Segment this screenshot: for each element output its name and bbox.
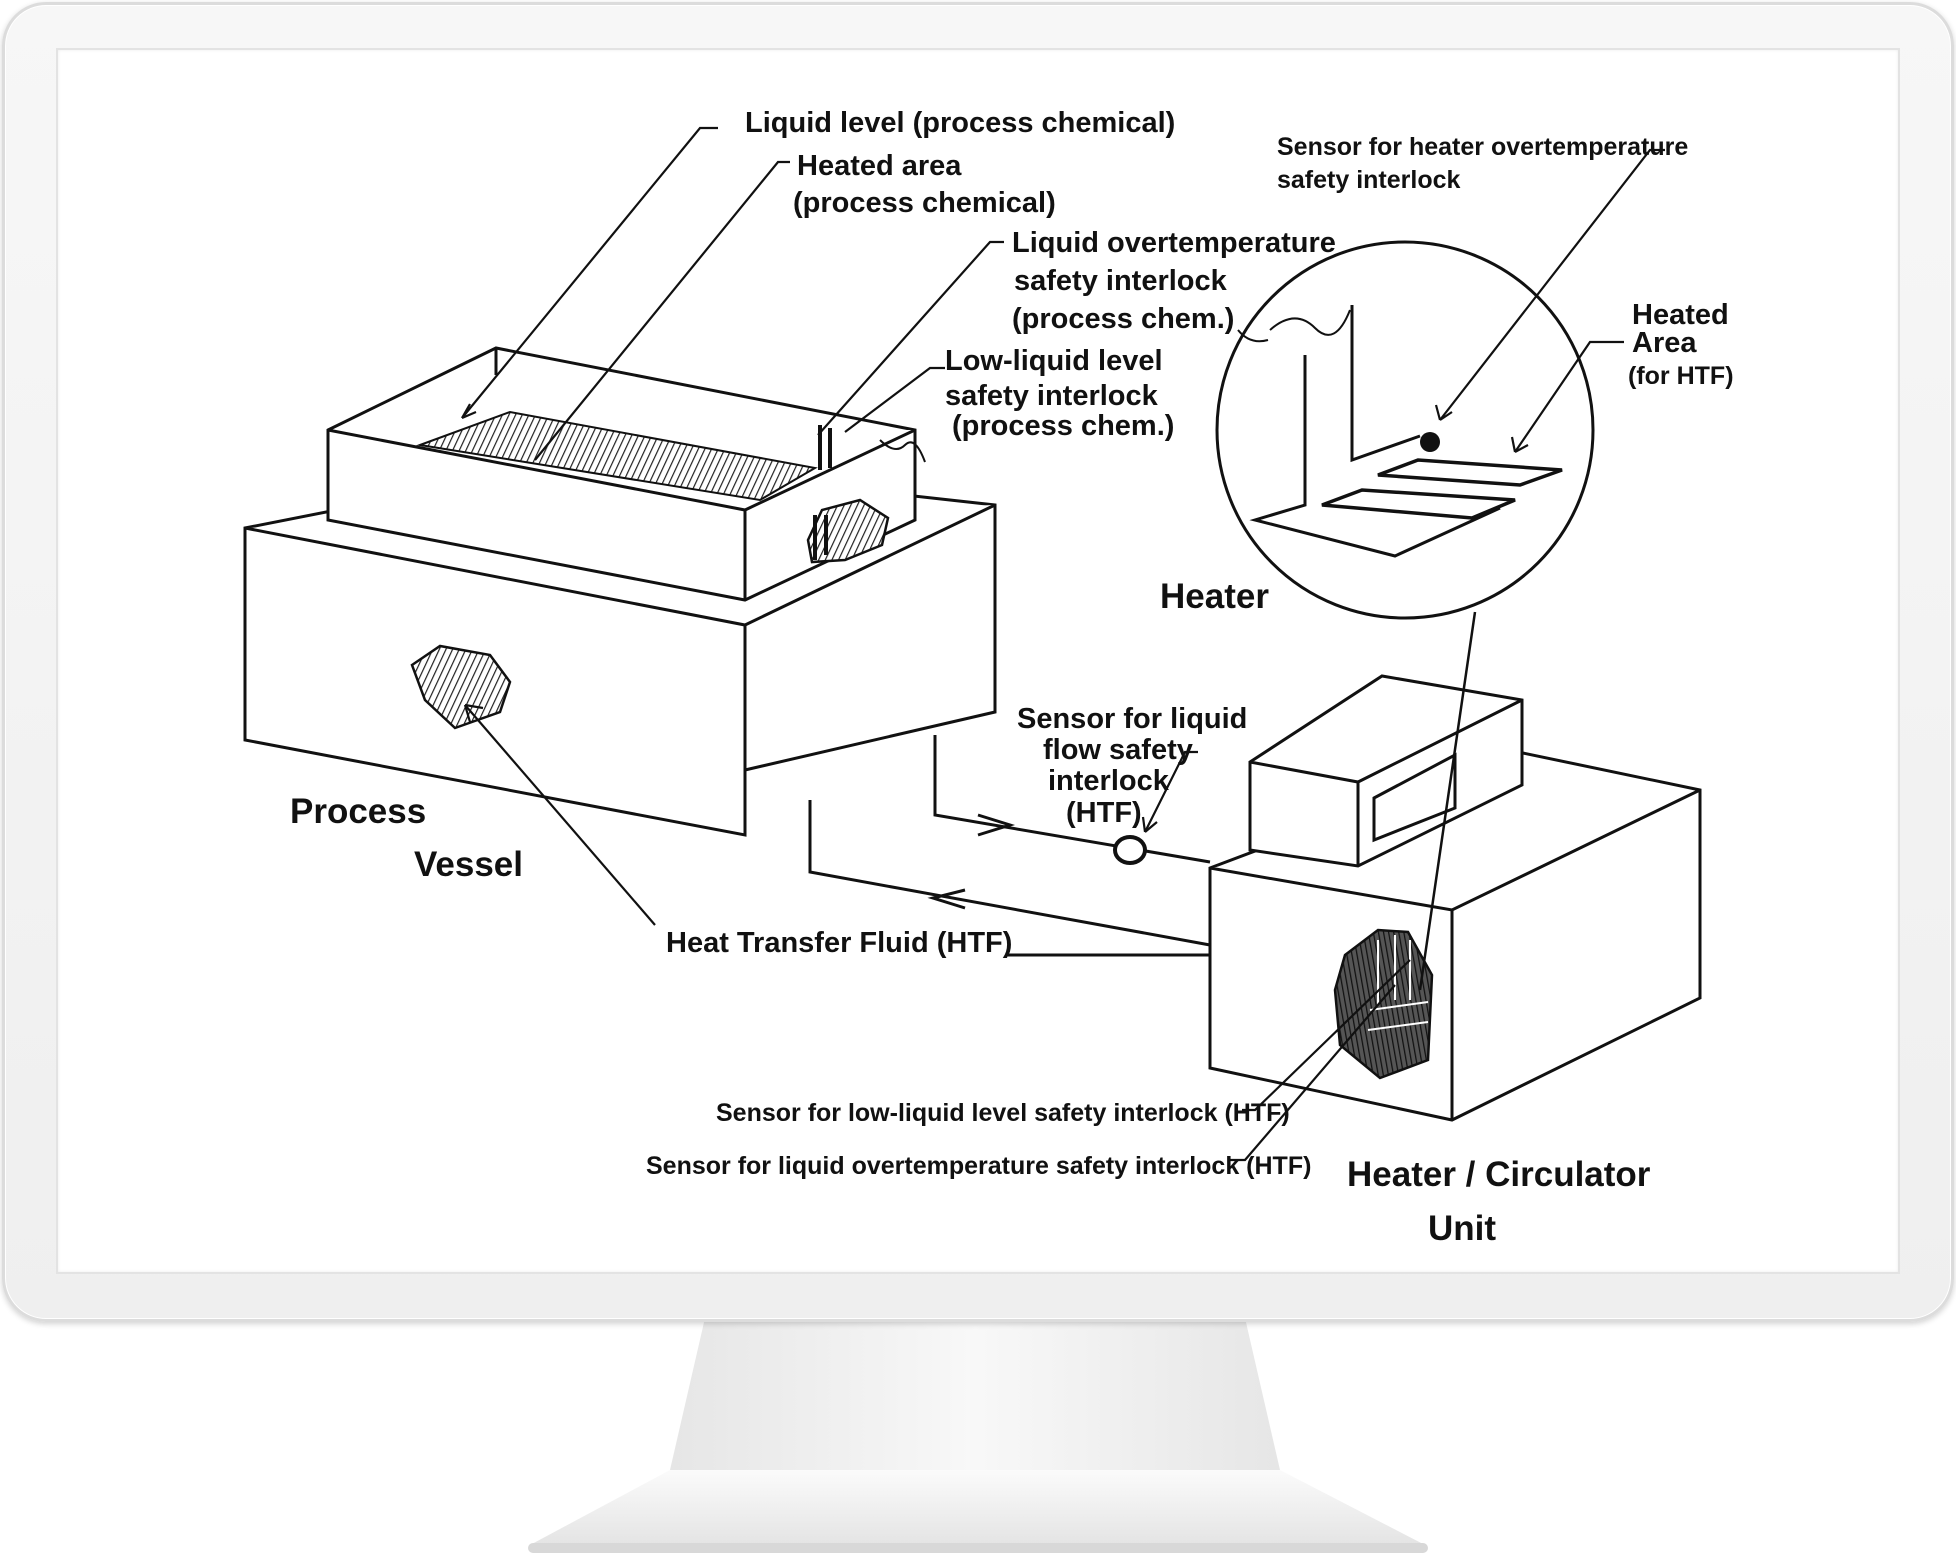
label-process-2: Vessel bbox=[414, 845, 523, 884]
label-low-level-3: (process chem.) bbox=[952, 410, 1174, 442]
liquid-surface bbox=[416, 410, 818, 502]
label-flow-4: (HTF) bbox=[1066, 797, 1142, 829]
heater-circulator-unit bbox=[1208, 750, 1702, 1122]
label-htf: Heat Transfer Fluid (HTF) bbox=[666, 927, 1012, 959]
label-heater: Heater bbox=[1160, 577, 1269, 616]
label-heated-htf-3: (for HTF) bbox=[1628, 362, 1734, 390]
label-flow-1: Sensor for liquid bbox=[1017, 703, 1247, 735]
leader-lines bbox=[461, 126, 1665, 1162]
diagram-canvas: Liquid level (process chemical) Heated a… bbox=[243, 107, 1734, 1248]
label-heated-area-2: (process chemical) bbox=[793, 187, 1056, 219]
label-heater-ot-2: safety interlock bbox=[1277, 166, 1461, 194]
label-heated-htf-1: Heated bbox=[1632, 299, 1729, 331]
screen: Liquid level (process chemical) Heated a… bbox=[58, 50, 1898, 1272]
label-unit-2: Unit bbox=[1428, 1209, 1496, 1248]
label-heater-ot-1: Sensor for heater overtemperature bbox=[1277, 133, 1688, 161]
heater-detail bbox=[1215, 240, 1595, 620]
label-heated-htf-2: Area bbox=[1632, 327, 1697, 359]
heater-link-line bbox=[1418, 611, 1477, 991]
control-box bbox=[1248, 674, 1524, 868]
label-liquid-ot-2: safety interlock bbox=[1014, 265, 1228, 297]
flow-sensor bbox=[1113, 835, 1147, 865]
label-liquid-ot-3: (process chem.) bbox=[1012, 303, 1234, 335]
label-low-level-2: safety interlock bbox=[945, 380, 1159, 412]
label-liquid-ot-1: Liquid overtemperature bbox=[1012, 227, 1336, 259]
label-low-level-1: Low-liquid level bbox=[945, 345, 1163, 377]
label-flow-2: flow safety bbox=[1043, 734, 1193, 766]
label-process-1: Process bbox=[290, 792, 426, 831]
label-liquid-level: Liquid level (process chemical) bbox=[745, 107, 1175, 139]
cutaway-vessel bbox=[410, 644, 512, 730]
label-unit-1: Heater / Circulator bbox=[1347, 1155, 1651, 1194]
unit-cutaway bbox=[1333, 928, 1434, 1080]
label-flow-3: interlock bbox=[1048, 765, 1170, 797]
label-heated-area-1: Heated area bbox=[797, 150, 962, 182]
label-ot-htf: Sensor for liquid overtemperature safety… bbox=[646, 1152, 1311, 1180]
label-low-level-htf: Sensor for low-liquid level safety inter… bbox=[716, 1099, 1290, 1127]
